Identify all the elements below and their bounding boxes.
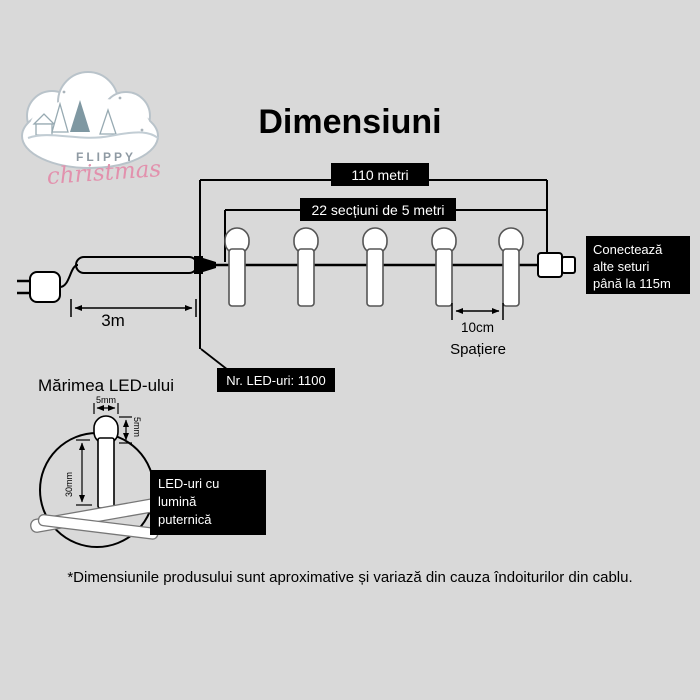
led-bulbs	[224, 227, 524, 307]
led-count-pointer	[200, 348, 229, 371]
brand-cloud-illustration	[21, 71, 159, 169]
winter-scene-icon	[27, 90, 159, 139]
led-bulb-icon	[498, 227, 524, 307]
body-height-value: 30mm	[64, 471, 74, 497]
lead-length-value: 3m	[101, 311, 125, 330]
cap-height-arrow	[119, 416, 132, 444]
led-note-line: puternică	[158, 512, 212, 528]
page-title: Dimensiuni	[258, 103, 442, 141]
footnote: *Dimensiunile produsului sunt aproximati…	[67, 569, 633, 586]
connect-note-label: Conectează alte seturi până la 115m	[586, 236, 690, 294]
lead-length-arrow	[70, 299, 197, 317]
cap-height-value: 5mm	[132, 417, 142, 437]
cable-connector-icon	[194, 256, 216, 274]
led-bulb-icon	[431, 227, 457, 307]
connect-note-line: alte seturi	[593, 259, 650, 275]
wire-ribbon-icon	[30, 497, 164, 540]
led-size-heading: Mărimea LED-ului	[38, 376, 175, 395]
led-count-label: Nr. LED-uri: 1100	[217, 368, 335, 392]
sections-label: 22 secțiuni de 5 metri	[300, 198, 456, 221]
spacing-value: 10cm	[460, 320, 494, 335]
led-body-shape	[97, 437, 115, 509]
brand-name: FLIPPY	[75, 150, 136, 164]
cap-width-arrow	[93, 403, 119, 414]
cable-loop	[75, 256, 198, 274]
connect-note-line: până la 115m	[593, 276, 671, 292]
led-bulb-icon	[362, 227, 388, 307]
total-length-label: 110 metri	[331, 163, 429, 186]
led-note-line: LED-uri cu lumină	[158, 476, 220, 510]
end-connector-icon	[537, 252, 576, 278]
body-height-arrow	[76, 439, 92, 506]
led-note-label: LED-uri cu lumină puternică	[150, 470, 266, 535]
spacing-label: Spațiere	[450, 341, 506, 358]
led-bulb-icon	[224, 227, 250, 307]
led-bulb-icon	[293, 227, 319, 307]
power-plug-icon	[17, 264, 79, 303]
connect-note-line: Conectează	[593, 242, 663, 257]
cap-width-value: 5mm	[96, 395, 116, 405]
led-detail-diagram	[30, 403, 164, 548]
spacing-arrow	[451, 303, 504, 320]
